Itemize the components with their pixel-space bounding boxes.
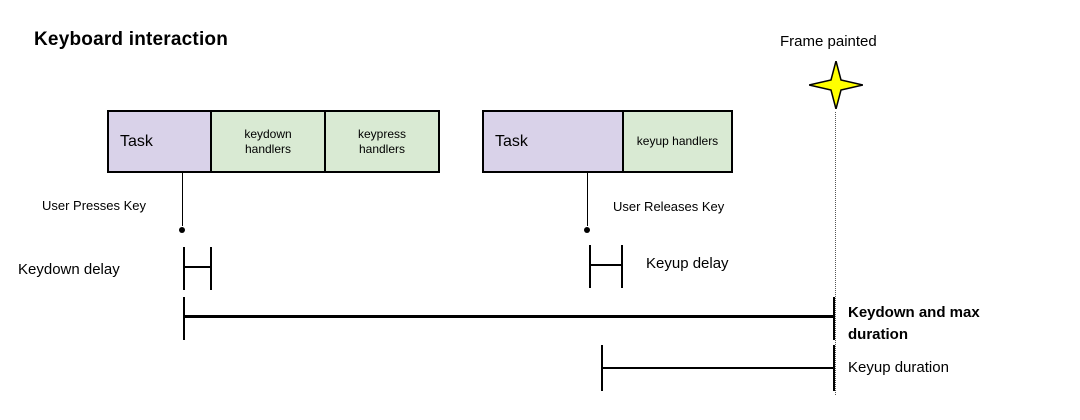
keypress-handlers-label: keypress handlers bbox=[357, 126, 407, 156]
star-shape bbox=[809, 61, 863, 109]
keydown-handlers-label: keydown handlers bbox=[244, 126, 292, 156]
keydown-max-duration-label: Keydown and max duration bbox=[848, 304, 980, 343]
user-releases-key-label: User Releases Key bbox=[613, 199, 725, 214]
keydown-handlers-box: keydown handlers bbox=[210, 110, 326, 173]
keyup-delay-bar bbox=[591, 264, 621, 266]
key-release-event-dot bbox=[584, 227, 590, 233]
task-label: Task bbox=[495, 132, 528, 150]
keyup-handlers-label: keyup handlers bbox=[636, 134, 719, 148]
frame-painted-label: Frame painted bbox=[780, 33, 877, 50]
task-label: Task bbox=[120, 132, 153, 150]
keydown-max-duration-bar bbox=[185, 315, 833, 318]
keyup-duration-bar bbox=[603, 367, 833, 369]
task-box-keydown: Task bbox=[107, 110, 212, 173]
key-release-event-line bbox=[587, 173, 588, 226]
keyup-handlers-box: keyup handlers bbox=[622, 110, 733, 173]
keyup-duration-marker bbox=[601, 345, 835, 391]
page-title: Keyboard interaction bbox=[34, 29, 229, 50]
keydown-delay-marker bbox=[183, 247, 212, 290]
key-press-event-dot bbox=[179, 227, 185, 233]
keyup-task-sequence: Task keyup handlers bbox=[482, 110, 733, 173]
key-press-event-line bbox=[182, 173, 183, 226]
keydown-delay-label: Keydown delay bbox=[18, 261, 120, 278]
keyup-delay-marker bbox=[589, 245, 623, 288]
frame-paint-time-line bbox=[835, 112, 836, 395]
keyup-duration-label: Keyup duration bbox=[848, 359, 949, 376]
keydown-task-sequence: Task keydown handlers keypress handlers bbox=[107, 110, 440, 173]
frame-painted-star-icon bbox=[809, 61, 863, 109]
keyup-delay-label: Keyup delay bbox=[646, 255, 729, 272]
task-box-keyup: Task bbox=[482, 110, 624, 173]
keypress-handlers-box: keypress handlers bbox=[324, 110, 440, 173]
user-presses-key-label: User Presses Key bbox=[42, 198, 147, 213]
keydown-delay-bar bbox=[185, 266, 210, 268]
keydown-max-duration-marker bbox=[183, 297, 835, 340]
